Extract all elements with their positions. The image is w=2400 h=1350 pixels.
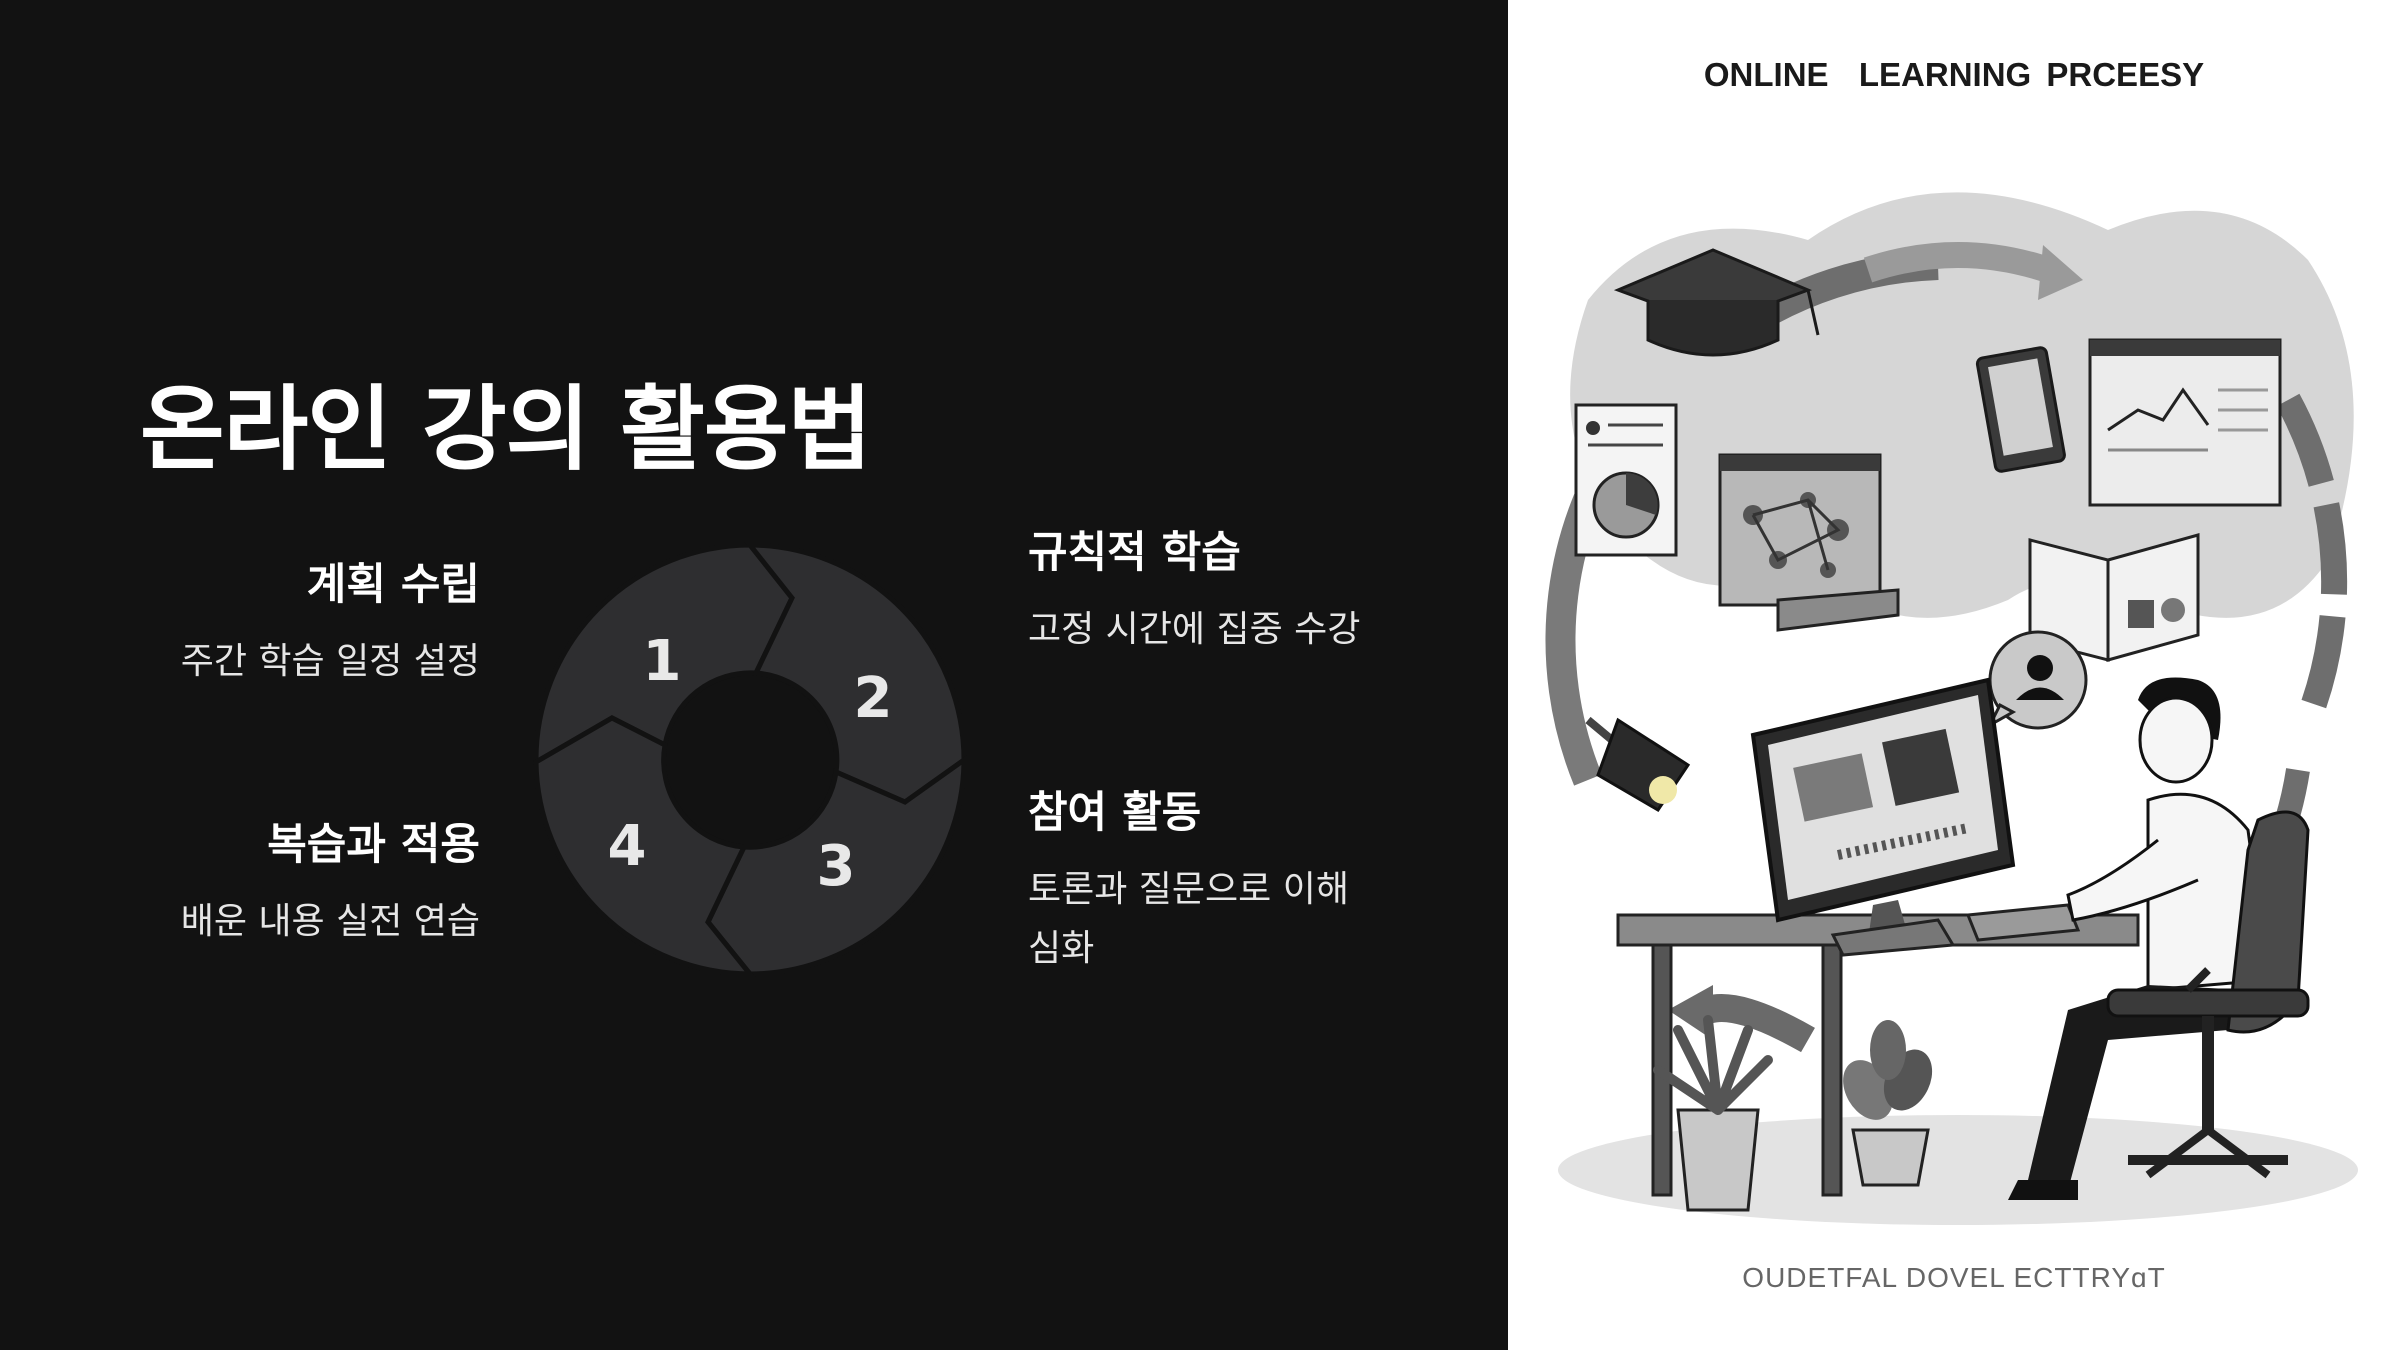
person-shoe bbox=[2008, 1180, 2078, 1200]
cycle-number-3: 3 bbox=[817, 834, 856, 899]
cycle-number-4: 4 bbox=[608, 814, 647, 879]
cycle-segment-2 bbox=[744, 542, 967, 805]
report-document-icon bbox=[1574, 403, 1678, 557]
slide-panel: 온라인 강의 활용법 계획 수립 주간 학습 일정 설정 복습과 적용 배운 내… bbox=[60, 376, 1368, 978]
step-review: 복습과 적용 배운 내용 실전 연습 bbox=[60, 820, 480, 951]
cycle-segment-1 bbox=[533, 542, 795, 767]
cycle-segment-4 bbox=[533, 715, 756, 977]
step-regular-study: 규칙적 학습 고정 시간에 집중 수강 bbox=[1028, 528, 1368, 659]
step-description: 고정 시간에 집중 수강 bbox=[1028, 608, 1361, 650]
plant-large bbox=[1653, 1015, 1773, 1212]
step-planning: 계획 수립 주간 학습 일정 설정 bbox=[60, 560, 480, 691]
user-chat-bubble-icon bbox=[1986, 630, 2088, 730]
office-chair bbox=[2106, 810, 2310, 1179]
network-board-icon bbox=[1718, 453, 1900, 632]
arrow-top bbox=[1863, 242, 2053, 283]
open-book-icon bbox=[2028, 533, 2200, 662]
tablet-icon bbox=[1975, 346, 2066, 473]
browser-chart-icon bbox=[2088, 338, 2282, 507]
online-learning-illustration bbox=[1545, 192, 2358, 1225]
arrow-bottom-head bbox=[1668, 985, 1713, 1040]
ring-arc-right bbox=[2276, 393, 2348, 725]
floor-shadow bbox=[1558, 1115, 2358, 1225]
step-heading: 복습과 적용 bbox=[267, 820, 480, 870]
cycle-number-1: 1 bbox=[643, 629, 682, 694]
step-heading: 계획 수립 bbox=[306, 560, 480, 610]
step-description: 토론과 질문으로 이해 심화 bbox=[1028, 868, 1349, 969]
person-arm bbox=[2066, 838, 2199, 922]
illustration-caption: OUDETFAL DOVEL ECTTRYɑT bbox=[1742, 1262, 2166, 1293]
person-legs bbox=[2028, 985, 2248, 1190]
cycle-segments bbox=[533, 542, 967, 977]
illustration-title: ONLINE LEARNING PRCEESY bbox=[1703, 56, 2205, 93]
desk-lamp-icon bbox=[1585, 716, 1691, 813]
arrow-top-head bbox=[2038, 245, 2083, 300]
plant-small bbox=[1843, 1020, 1933, 1187]
monitor-icon bbox=[1750, 677, 2016, 957]
cycle-segment-3 bbox=[705, 755, 967, 977]
step-heading: 참여 활동 bbox=[1028, 788, 1202, 838]
cycle-hole bbox=[666, 676, 834, 844]
illustration-panel: ONLINE LEARNING PRCEESY bbox=[1508, 0, 2400, 1350]
slide-title: 온라인 강의 활용법 bbox=[140, 376, 872, 483]
step-participation: 참여 활동 토론과 질문으로 이해 심화 bbox=[1028, 788, 1368, 978]
arrow-bottom bbox=[1703, 994, 1815, 1053]
cycle-diagram: 1 2 3 4 bbox=[533, 542, 967, 977]
step-description: 배운 내용 실전 연습 bbox=[180, 900, 480, 942]
cycle-number-2: 2 bbox=[854, 666, 893, 731]
graduation-cap-icon bbox=[1613, 248, 1820, 357]
step-heading: 규칙적 학습 bbox=[1028, 528, 1241, 578]
step-description: 주간 학습 일정 설정 bbox=[180, 640, 480, 682]
keyboard bbox=[1965, 903, 2081, 942]
person-head bbox=[2138, 696, 2214, 784]
